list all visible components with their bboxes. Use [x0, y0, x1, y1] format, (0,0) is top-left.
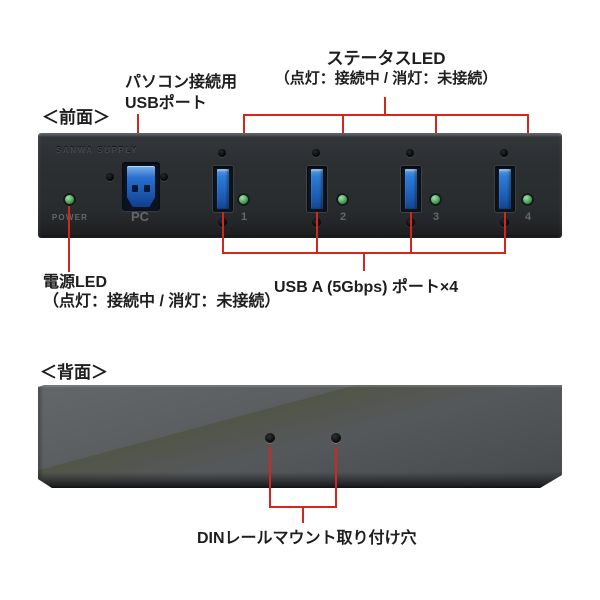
- status-led-annotation: ステータスLED （点灯：接続中 / 消灯：未接続）: [263, 49, 509, 88]
- pc-usb-b-connector-body: [127, 177, 155, 207]
- status-bracket-stem: [384, 97, 386, 116]
- usb-b-pin: [144, 185, 150, 192]
- screw-hole: [312, 149, 320, 157]
- screw-hole: [106, 173, 114, 181]
- din-bracket-stem: [302, 506, 304, 523]
- port-number-label-2: 2: [339, 211, 347, 223]
- usb-a-port-3: [401, 166, 421, 212]
- status-led-4: [523, 195, 532, 204]
- usb-a-tongue: [405, 169, 417, 209]
- power-led-label: POWER: [46, 213, 94, 222]
- usb-b-pin: [132, 185, 138, 192]
- pc-port-annotation: パソコン接続用 USBポート: [125, 72, 237, 114]
- screw-hole: [218, 149, 226, 157]
- usb-a-port-1: [213, 166, 233, 212]
- usb-a-tongue: [217, 169, 229, 209]
- usb-ports-annotation: USB A (5Gbps) ポート×4: [274, 279, 459, 296]
- din-mount-hole-1: [265, 433, 275, 443]
- power-led-annotation: 電源LED （点灯：接続中 / 消灯：未接続）: [43, 273, 280, 311]
- status-led-annotation-line2: （点灯：接続中 / 消灯：未接続）: [274, 70, 498, 87]
- din-annotation: DINレールマウント取り付け穴: [197, 530, 417, 547]
- status-bracket-horizontal: [243, 114, 529, 116]
- usb-a-port-2: [307, 166, 327, 212]
- rear-panel-bottom-edge: [38, 472, 562, 488]
- callout-line-power-led: [68, 206, 70, 272]
- port-number-label-1: 1: [240, 211, 248, 223]
- usb-bracket-line-2: [316, 212, 318, 254]
- port-number-label-3: 3: [432, 211, 440, 223]
- rear-view-label: ＜背面＞: [40, 363, 108, 382]
- power-led: [65, 195, 74, 204]
- usb-a-port-4: [495, 166, 515, 212]
- pc-port-label: PC: [130, 209, 150, 224]
- port-number-label-4: 4: [524, 211, 532, 223]
- sanwa-logo: SANWA SUPPLY: [56, 146, 139, 155]
- usb-bracket-line-4: [504, 212, 506, 254]
- power-led-annotation-line1: 電源LED: [43, 274, 108, 291]
- usb-a-tongue: [311, 169, 323, 209]
- status-led-1: [239, 195, 248, 204]
- front-view-label: ＜前面＞: [42, 108, 110, 127]
- status-led-3: [431, 195, 440, 204]
- pc-port-annotation-line2: USBポート: [125, 95, 207, 112]
- usb-a-tongue: [499, 169, 511, 209]
- usb-bracket-stem: [363, 252, 365, 271]
- din-bracket-line-1: [269, 447, 271, 508]
- power-led-annotation-line2: （点灯：接続中 / 消灯：未接続）: [43, 293, 281, 310]
- status-led-2: [338, 195, 347, 204]
- status-led-annotation-line1: ステータスLED: [326, 49, 446, 68]
- usb-bracket-line-1: [222, 212, 224, 254]
- din-mount-hole-2: [331, 433, 341, 443]
- rear-panel: [38, 385, 562, 488]
- screw-hole: [406, 149, 414, 157]
- screw-hole: [500, 149, 508, 157]
- pc-port-annotation-line1: パソコン接続用: [125, 74, 238, 91]
- screw-hole: [160, 173, 168, 181]
- din-bracket-line-2: [335, 447, 337, 508]
- pc-usb-b-connector-top: [127, 166, 155, 177]
- usb-bracket-line-3: [410, 212, 412, 254]
